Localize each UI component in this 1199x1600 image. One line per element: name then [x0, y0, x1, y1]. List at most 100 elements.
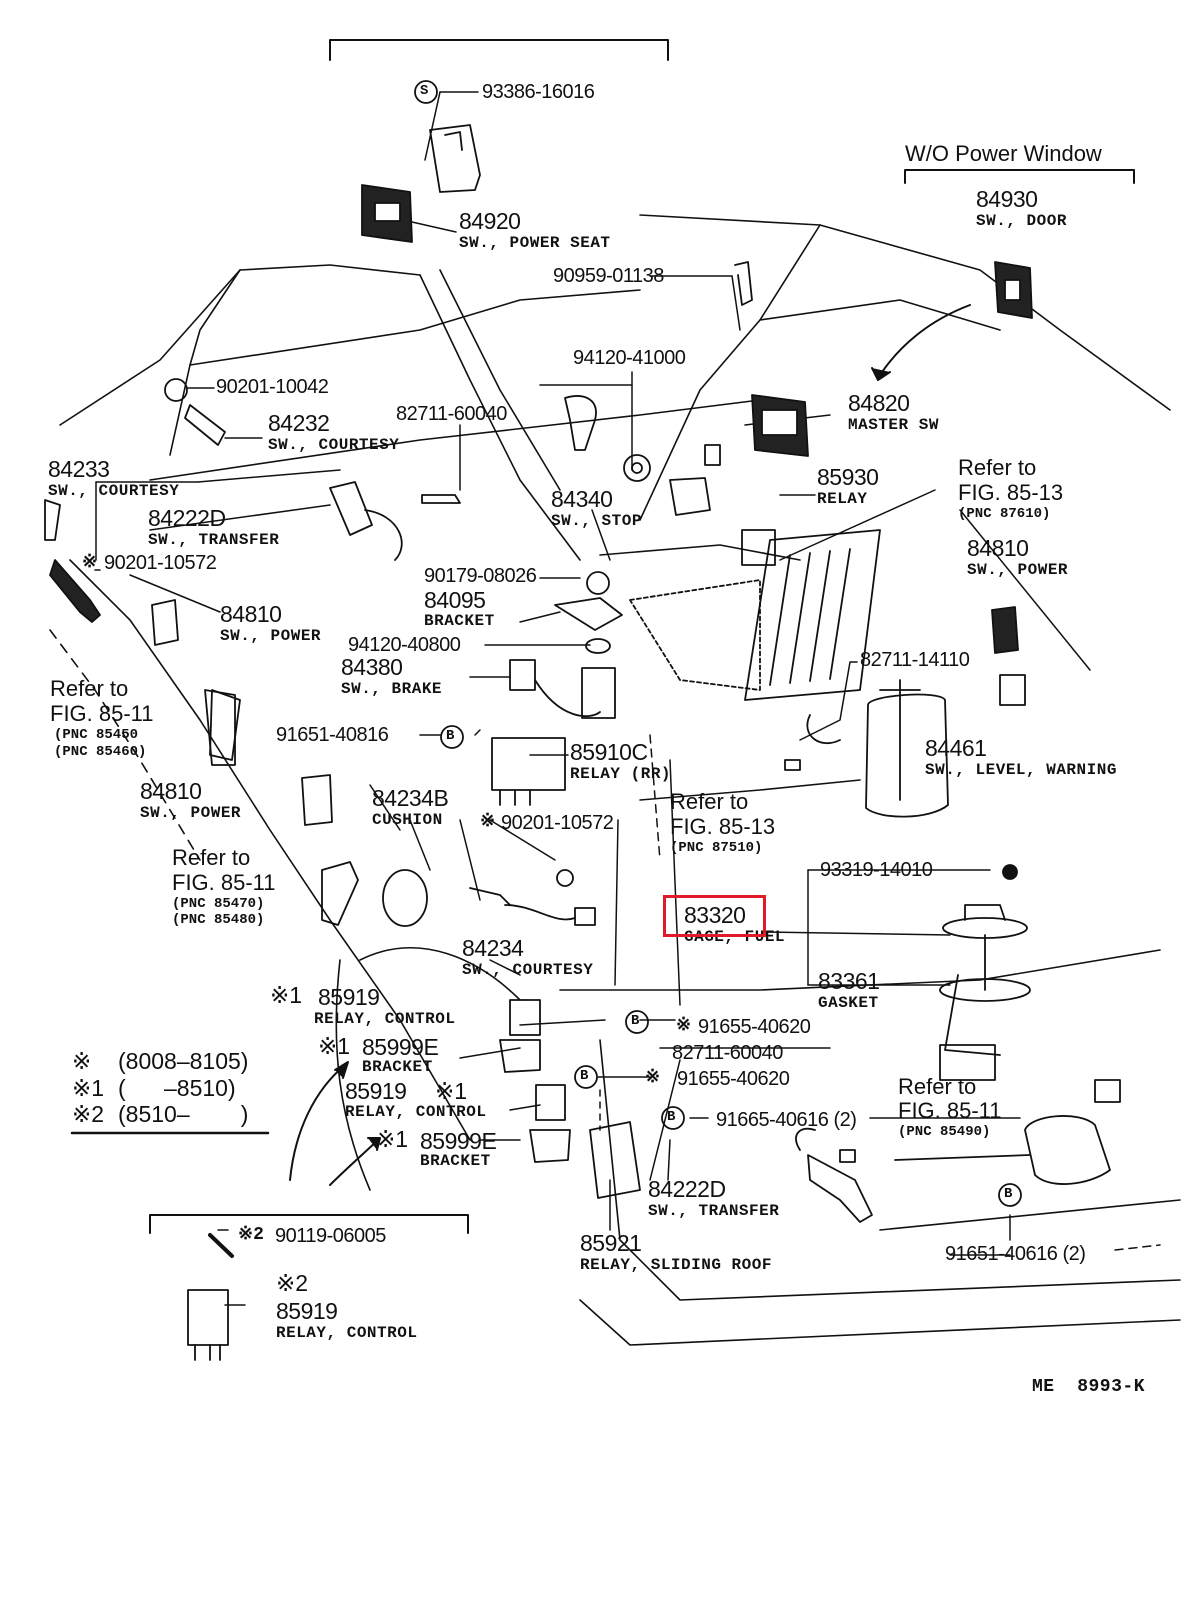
- part-85919-b: 85919: [345, 1078, 407, 1104]
- marker-b-2: B: [631, 1013, 640, 1029]
- part-84930: 84930: [976, 186, 1038, 212]
- ref-3-pnc: (PNC 87510): [670, 840, 763, 856]
- part-85930-name: RELAY: [817, 490, 868, 508]
- part-90201-10572-mid: 90201-10572: [501, 812, 614, 834]
- part-84810-lower-name: SW., POWER: [140, 804, 242, 822]
- part-84233: 84233: [48, 456, 110, 482]
- body-outline: [49, 214, 1181, 1346]
- part-84222d-top: 84222D: [148, 505, 226, 531]
- part-84095-name: BRACKET: [424, 612, 495, 630]
- part-84233-name: SW., COURTESY: [48, 482, 180, 500]
- part-84234b-name: CUSHION: [372, 811, 443, 829]
- ref-5-figure: FIG. 85-11: [898, 1098, 1002, 1123]
- part-84810-left-name: SW., POWER: [220, 627, 322, 645]
- legend-row1-range: (8008–8105): [118, 1048, 249, 1074]
- ref-5-pnc: (PNC 85490): [898, 1124, 991, 1140]
- part-85919-a-name: RELAY, CONTROL: [314, 1010, 456, 1028]
- part-84920: 84920: [459, 208, 521, 234]
- part-85919-c: 85919: [276, 1298, 338, 1324]
- star1-marker-a: ※1: [270, 982, 303, 1008]
- ref-4-figure: FIG. 85-11: [172, 870, 276, 895]
- ref-1-refer-to: Refer to: [958, 455, 1037, 480]
- part-84222d-bottom-name: SW., TRANSFER: [648, 1202, 780, 1220]
- part-90201-10042: 90201-10042: [216, 376, 329, 398]
- part-85910c-name: RELAY (RR): [570, 765, 672, 783]
- part-83361: 83361: [818, 968, 880, 994]
- part-91655-40620-a: 91655-40620: [698, 1016, 811, 1038]
- diagram-code: ME 8993-K: [1032, 1377, 1146, 1397]
- leader-lines: [94, 91, 1161, 1306]
- part-84222d-bottom: 84222D: [648, 1176, 726, 1202]
- part-85999e-b: 85999E: [420, 1128, 497, 1154]
- part-91665-40616: 91665-40616 (2): [716, 1109, 857, 1131]
- components: [44, 124, 1121, 1361]
- part-85919-a: 85919: [318, 984, 380, 1010]
- highlight-box-83320: [663, 895, 766, 937]
- part-84810-right-name: SW., POWER: [967, 561, 1069, 579]
- part-84234b: 84234B: [372, 785, 449, 811]
- wo-power-window-heading: W/O Power Window: [905, 141, 1102, 166]
- part-84810-lower: 84810: [140, 778, 202, 804]
- part-85921: 85921: [580, 1230, 642, 1256]
- part-83361-name: GASKET: [818, 994, 879, 1012]
- ref-3-figure: FIG. 85-13: [670, 814, 776, 839]
- part-84095: 84095: [424, 587, 486, 613]
- part-84232-name: SW., COURTESY: [268, 436, 400, 454]
- part-84222d-top-name: SW., TRANSFER: [148, 531, 280, 549]
- circle-markers: [414, 80, 1022, 1207]
- star-marker-d: ※: [645, 1068, 661, 1088]
- ref-1-pnc: (PNC 87610): [958, 506, 1051, 522]
- legend-row2-range: ( –8510): [118, 1075, 236, 1101]
- star1-marker-c: ※1: [435, 1078, 468, 1104]
- part-84234: 84234: [462, 935, 524, 961]
- part-85919-c-name: RELAY, CONTROL: [276, 1324, 418, 1342]
- part-82711-60040-bottom: 82711-60040: [672, 1042, 783, 1064]
- part-84461-name: SW., LEVEL, WARNING: [925, 761, 1117, 779]
- part-82711-60040-top: 82711-60040: [396, 403, 507, 425]
- ref-4-pnc-b: (PNC 85480): [172, 912, 265, 928]
- ref-2-pnc-a: (PNC 85450: [54, 727, 139, 743]
- star1-marker-d: ※1: [376, 1126, 409, 1152]
- part-91655-40620-b: 91655-40620: [677, 1068, 790, 1090]
- star1-marker-b: ※1: [318, 1033, 351, 1059]
- marker-b-3: B: [580, 1068, 589, 1084]
- part-83320-name: GAGE, FUEL: [684, 928, 786, 946]
- part-84340: 84340: [551, 486, 613, 512]
- part-84340-name: SW., STOP: [551, 512, 642, 530]
- part-85919-b-name: RELAY, CONTROL: [345, 1103, 487, 1121]
- ref-4-pnc-a: (PNC 85470): [172, 896, 265, 912]
- ref-2-pnc-b: (PNC 85460): [54, 744, 147, 760]
- marker-b-1: B: [446, 728, 455, 744]
- ref-2-figure: FIG. 85-11: [50, 701, 154, 726]
- legend-row1-mark: ※: [72, 1048, 92, 1074]
- part-84820: 84820: [848, 390, 910, 416]
- part-85999e-a: 85999E: [362, 1034, 439, 1060]
- part-91651-40816: 91651-40816: [276, 724, 389, 746]
- part-93319-14010: 93319-14010: [820, 859, 933, 881]
- part-85921-name: RELAY, SLIDING ROOF: [580, 1256, 772, 1274]
- part-84810-left: 84810: [220, 601, 282, 627]
- star-marker-c: ※: [676, 1016, 692, 1036]
- ref-5-refer-to: Refer to: [898, 1074, 977, 1099]
- legend-row3-range: (8510– ): [118, 1101, 249, 1127]
- part-82711-14110: 82711-14110: [860, 649, 970, 671]
- ref-4-refer-to: Refer to: [172, 845, 251, 870]
- part-84232: 84232: [268, 410, 330, 436]
- part-90959-01138: 90959-01138: [553, 265, 664, 287]
- part-85999e-a-name: BRACKET: [362, 1058, 433, 1076]
- part-85930: 85930: [817, 464, 879, 490]
- ref-2-refer-to: Refer to: [50, 676, 129, 701]
- part-84820-name: MASTER SW: [848, 416, 939, 434]
- ref-1-figure: FIG. 85-13: [958, 480, 1064, 505]
- part-84380: 84380: [341, 654, 403, 680]
- part-91651-40616: 91651-40616 (2): [945, 1243, 1086, 1265]
- part-85910c: 85910C: [570, 739, 648, 765]
- part-94120-41000: 94120-41000: [573, 347, 686, 369]
- legend-row3-mark: ※2: [72, 1101, 105, 1127]
- part-84930-name: SW., DOOR: [976, 212, 1067, 230]
- legend-row2-mark: ※1: [72, 1075, 105, 1101]
- star2-marker-a: ※2: [238, 1225, 264, 1245]
- ref-3-refer-to: Refer to: [670, 789, 749, 814]
- part-84234-name: SW., COURTESY: [462, 961, 594, 979]
